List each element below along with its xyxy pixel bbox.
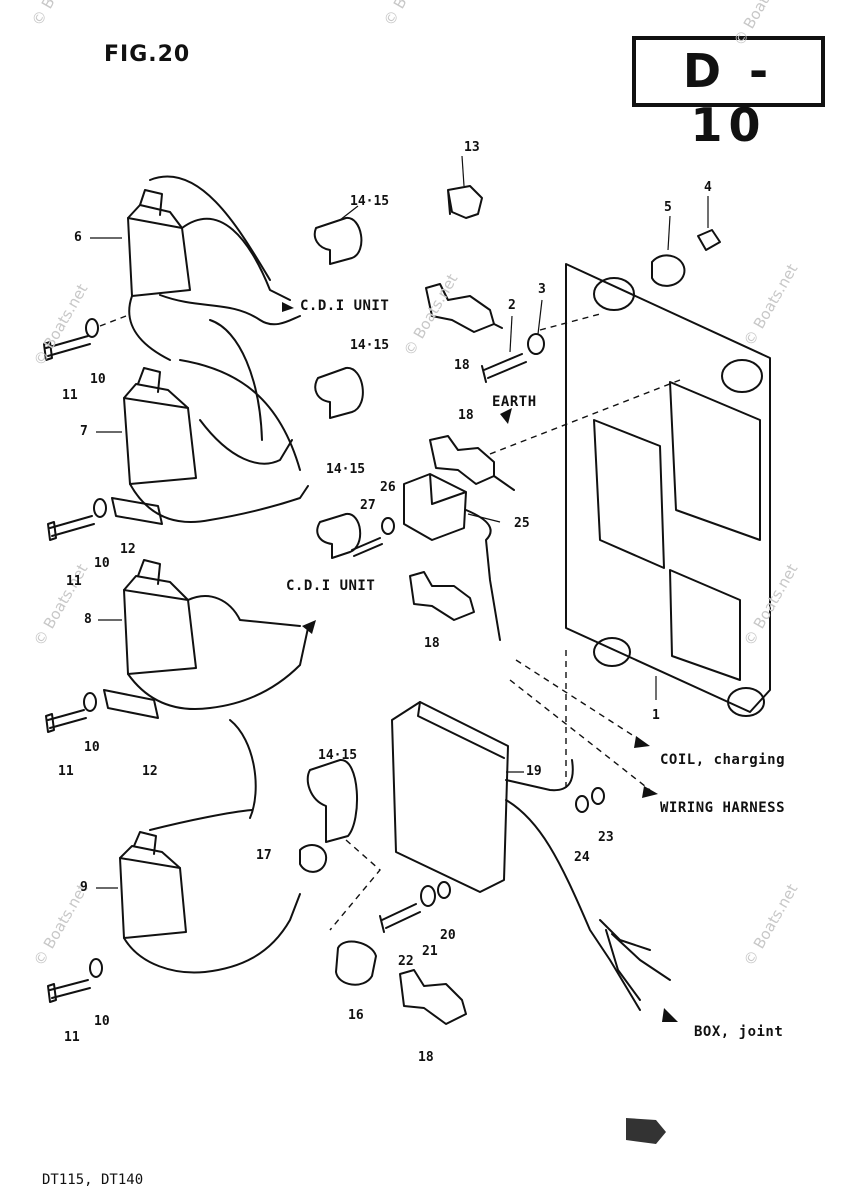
callout-12-a: 12 (120, 542, 136, 557)
label-wiring-harness: WIRING HARNESS (660, 800, 786, 816)
grommet-5 (651, 254, 686, 287)
callout-13: 13 (464, 140, 480, 155)
callout-23: 23 (598, 830, 614, 845)
callout-14-15-a: 14·15 (350, 194, 390, 209)
plug-cap-d (306, 758, 358, 843)
connector-13 (447, 185, 483, 219)
callout-18-a: 18 (454, 358, 470, 373)
model-label: DT115, DT140 (42, 1172, 144, 1188)
callout-11-d: 11 (64, 1030, 80, 1045)
callout-10-b: 10 (94, 556, 110, 571)
callout-7: 7 (80, 424, 88, 439)
spark-plug-18-a (425, 283, 503, 333)
leader-earth (489, 379, 681, 455)
callout-16: 16 (348, 1008, 364, 1023)
callout-4: 4 (704, 180, 712, 195)
callout-27: 27 (360, 498, 376, 513)
callout-1: 1 (652, 708, 660, 723)
leader-harness (515, 659, 641, 741)
callout-6: 6 (74, 230, 82, 245)
ignition-coil-9 (119, 809, 301, 974)
label-coil-charging: COIL, charging (660, 752, 786, 768)
label-cdi-unit-1: C.D.I UNIT (300, 298, 390, 314)
spark-plug-18-d (399, 969, 467, 1025)
callout-5: 5 (664, 200, 672, 215)
callout-22: 22 (398, 954, 414, 969)
plug-cap-c (316, 513, 362, 559)
callout-14-15-c: 14·15 (326, 462, 366, 477)
arrow-box (662, 1008, 678, 1022)
ignition-coil-6 (127, 175, 301, 361)
junction-block (403, 473, 467, 541)
arrow-cdi-2 (302, 620, 316, 634)
harness-leads (599, 919, 671, 1001)
ignition-coil-8 (123, 559, 309, 819)
callout-9: 9 (80, 880, 88, 895)
arrow-earth (500, 408, 512, 424)
callout-14-15-d: 14·15 (318, 748, 358, 763)
bolt-11-a (43, 318, 99, 361)
ignition-coil-7 (123, 319, 309, 523)
lead-wire-25 (465, 509, 501, 641)
plug-cap-b (314, 366, 364, 419)
cdi-unit-19 (391, 701, 641, 1011)
spark-plug-18-c (409, 571, 475, 621)
grommet-17 (299, 844, 328, 873)
callout-12-b: 12 (142, 764, 158, 779)
callout-14-15-b: 14·15 (350, 338, 390, 353)
plug-cap-a (313, 217, 363, 265)
arrow-harness (642, 786, 658, 798)
callout-8: 8 (84, 612, 92, 627)
screw-27 (351, 537, 383, 557)
leader-bolt10 (99, 315, 127, 327)
callout-18-d: 18 (418, 1050, 434, 1065)
callout-24: 24 (574, 850, 590, 865)
direction-badge (626, 1118, 666, 1144)
callout-21: 21 (422, 944, 438, 959)
leader-mount (539, 313, 601, 331)
callout-25: 25 (514, 516, 530, 531)
callout-17: 17 (256, 848, 272, 863)
callout-11-c: 11 (58, 764, 74, 779)
washer-21 (420, 885, 436, 907)
spacer-4 (697, 229, 721, 251)
mounting-plate-1 (565, 263, 771, 717)
callout-11-a: 11 (62, 388, 78, 403)
callout-10-a: 10 (90, 372, 106, 387)
spark-plug-18-b (429, 435, 515, 491)
bolt-11-d (47, 958, 103, 1003)
leader-wiring (509, 679, 651, 791)
bolt-22 (379, 903, 421, 933)
callout-18-b: 18 (458, 408, 474, 423)
washer-24 (575, 795, 589, 813)
callout-19: 19 (526, 764, 542, 779)
washer-23 (591, 787, 605, 805)
washer-20 (437, 881, 451, 899)
diagram-code: D - 10 (682, 44, 775, 152)
diagram-code-box: D - 10 (632, 36, 825, 152)
callout-20: 20 (440, 928, 456, 943)
bolt-11-c (45, 689, 159, 733)
label-cdi-unit-2: C.D.I UNIT (286, 578, 376, 594)
figure-title: FIG.20 (104, 42, 191, 67)
washer-26 (381, 517, 395, 535)
callout-10-d: 10 (94, 1014, 110, 1029)
callout-10-c: 10 (84, 740, 100, 755)
arrow-coil (634, 736, 650, 748)
leader-plug (329, 839, 381, 931)
label-earth: EARTH (492, 394, 537, 410)
bolt-2 (481, 353, 527, 383)
label-box-joint: BOX, joint (694, 1024, 784, 1040)
callout-26: 26 (380, 480, 396, 495)
cap-16 (335, 940, 377, 986)
arrow-cdi-1 (282, 302, 294, 312)
callout-18-c: 18 (424, 636, 440, 651)
washer-3 (527, 333, 545, 355)
callout-3: 3 (538, 282, 546, 297)
callout-2: 2 (508, 298, 516, 313)
callout-11-b: 11 (66, 574, 82, 589)
bolt-11-b (47, 497, 163, 541)
